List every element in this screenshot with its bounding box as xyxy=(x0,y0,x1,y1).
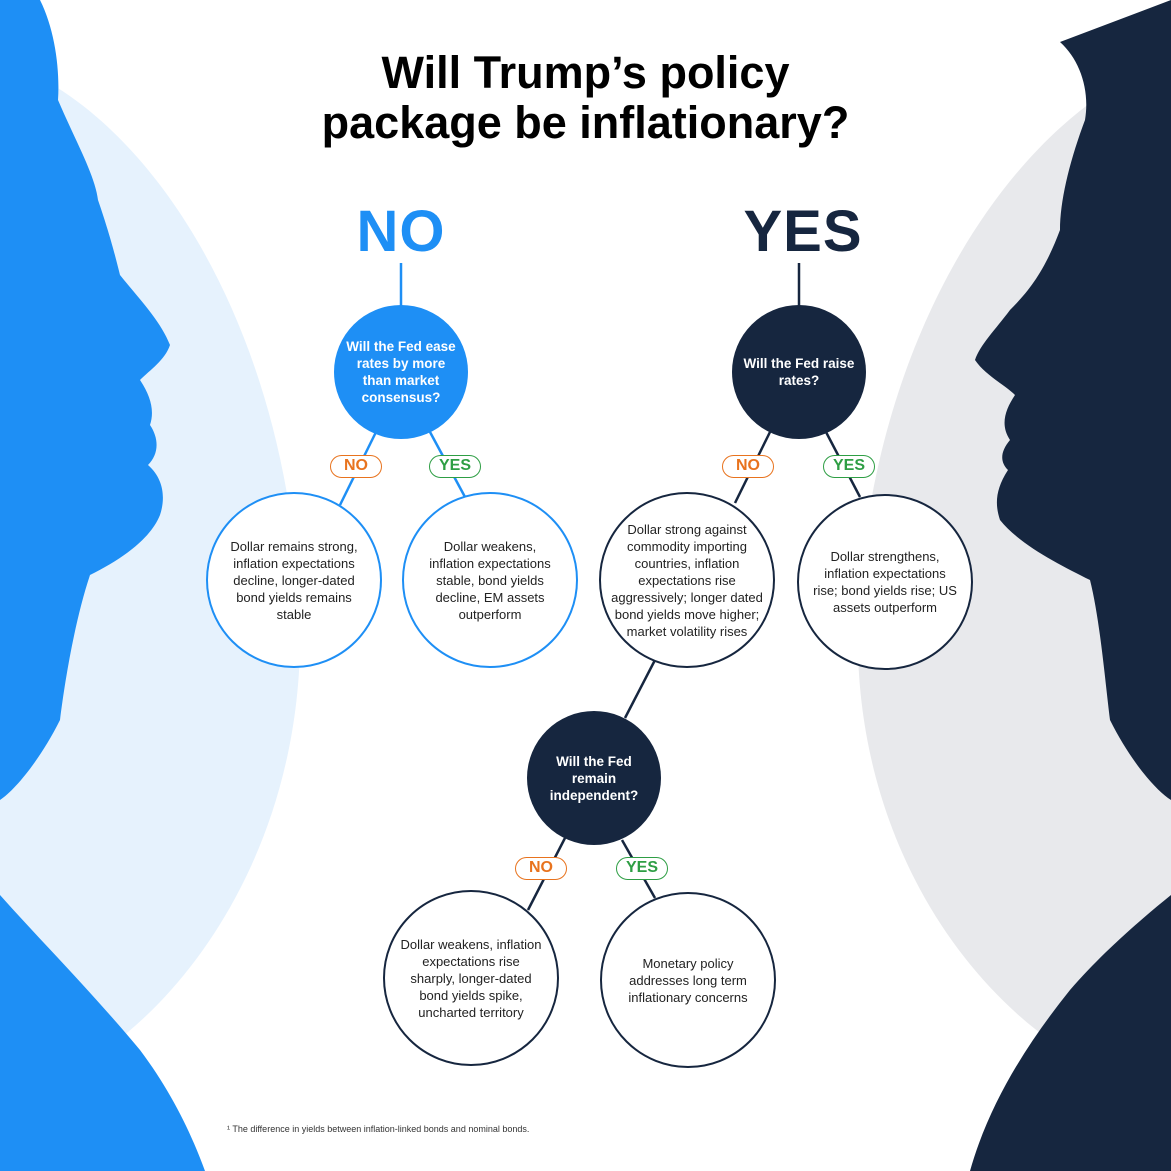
outcome-ease-no: Dollar remains strong, inflation expecta… xyxy=(206,492,382,668)
outcome-independent-no: Dollar weakens, inflation expectations r… xyxy=(383,890,559,1066)
footnote: ¹ The difference in yields between infla… xyxy=(227,1124,530,1134)
outcome-ease-yes: Dollar weakens, inflation expectations s… xyxy=(402,492,578,668)
question-fed-ease: Will the Fed ease rates by more than mar… xyxy=(334,305,468,439)
page-title: Will Trump’s policy package be inflation… xyxy=(0,48,1171,148)
outcome-raise-no: Dollar strong against commodity importin… xyxy=(599,492,775,668)
question-fed-independent: Will the Fed remain independent? xyxy=(527,711,661,845)
right-silhouette xyxy=(970,0,1171,1171)
question-fed-raise: Will the Fed raise rates? xyxy=(732,305,866,439)
outcome-raise-yes: Dollar strengthens, inflation expectatio… xyxy=(797,494,973,670)
branch-no-heading: NO xyxy=(356,199,446,264)
outcome-independent-yes: Monetary policy addresses long term infl… xyxy=(600,892,776,1068)
left-silhouette xyxy=(0,0,205,1171)
badge-yes: YES xyxy=(429,455,481,478)
badge-no: NO xyxy=(515,857,567,880)
badge-yes: YES xyxy=(616,857,668,880)
branch-yes-heading: YES xyxy=(743,199,863,264)
title-line-1: Will Trump’s policy xyxy=(381,47,790,98)
title-line-2: package be inflationary? xyxy=(321,97,850,148)
badge-no: NO xyxy=(330,455,382,478)
badge-no: NO xyxy=(722,455,774,478)
badge-yes: YES xyxy=(823,455,875,478)
